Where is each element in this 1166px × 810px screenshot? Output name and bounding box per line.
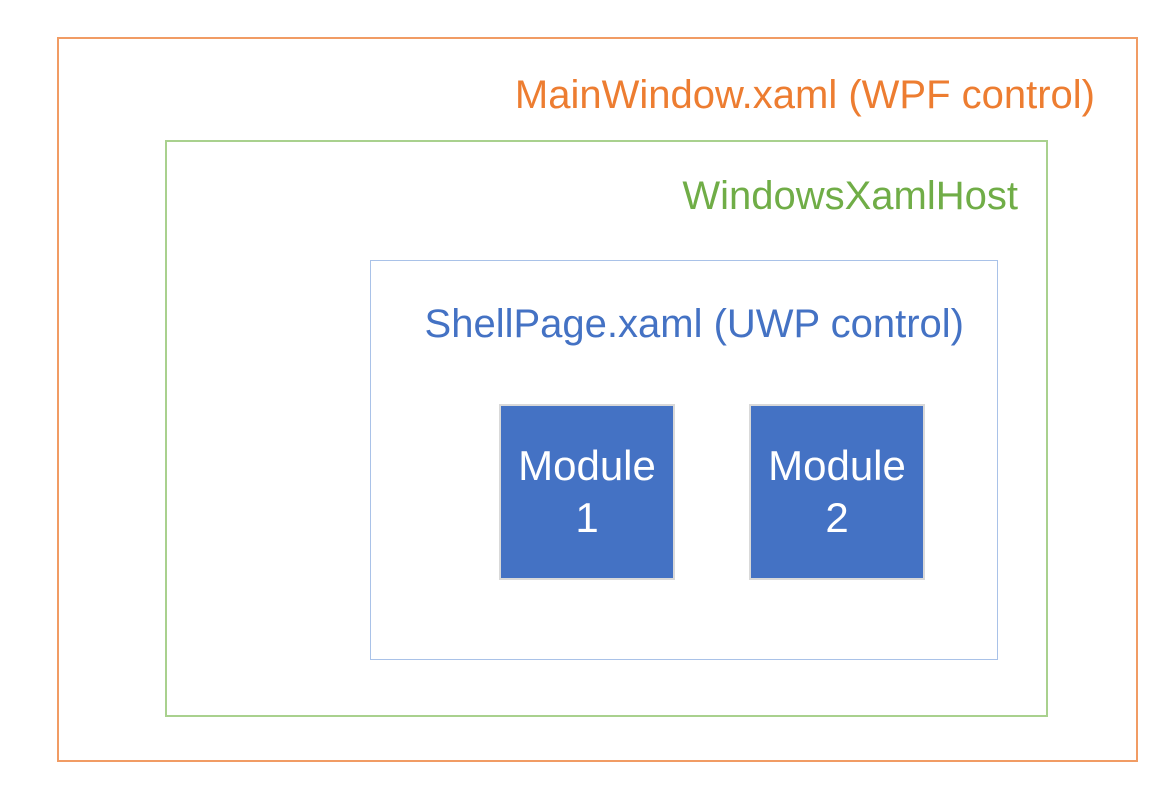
- module-2-box: Module 2: [749, 404, 925, 580]
- module-1-label-line2: 1: [575, 494, 599, 541]
- shellpage-uwp-box: ShellPage.xaml (UWP control) Module 1 Mo…: [370, 260, 998, 660]
- windowsxamlhost-label: WindowsXamlHost: [682, 174, 1018, 218]
- shellpage-uwp-label: ShellPage.xaml (UWP control): [424, 302, 964, 346]
- windowsxamlhost-box: WindowsXamlHost ShellPage.xaml (UWP cont…: [165, 140, 1048, 717]
- module-1-box: Module 1: [499, 404, 675, 580]
- module-2-label-line1: Module: [768, 442, 906, 489]
- module-2-label-line2: 2: [825, 494, 849, 541]
- mainwindow-wpf-label: MainWindow.xaml (WPF control): [514, 73, 1095, 117]
- mainwindow-wpf-box: MainWindow.xaml (WPF control) WindowsXam…: [57, 37, 1138, 762]
- module-1-label-line1: Module: [518, 442, 656, 489]
